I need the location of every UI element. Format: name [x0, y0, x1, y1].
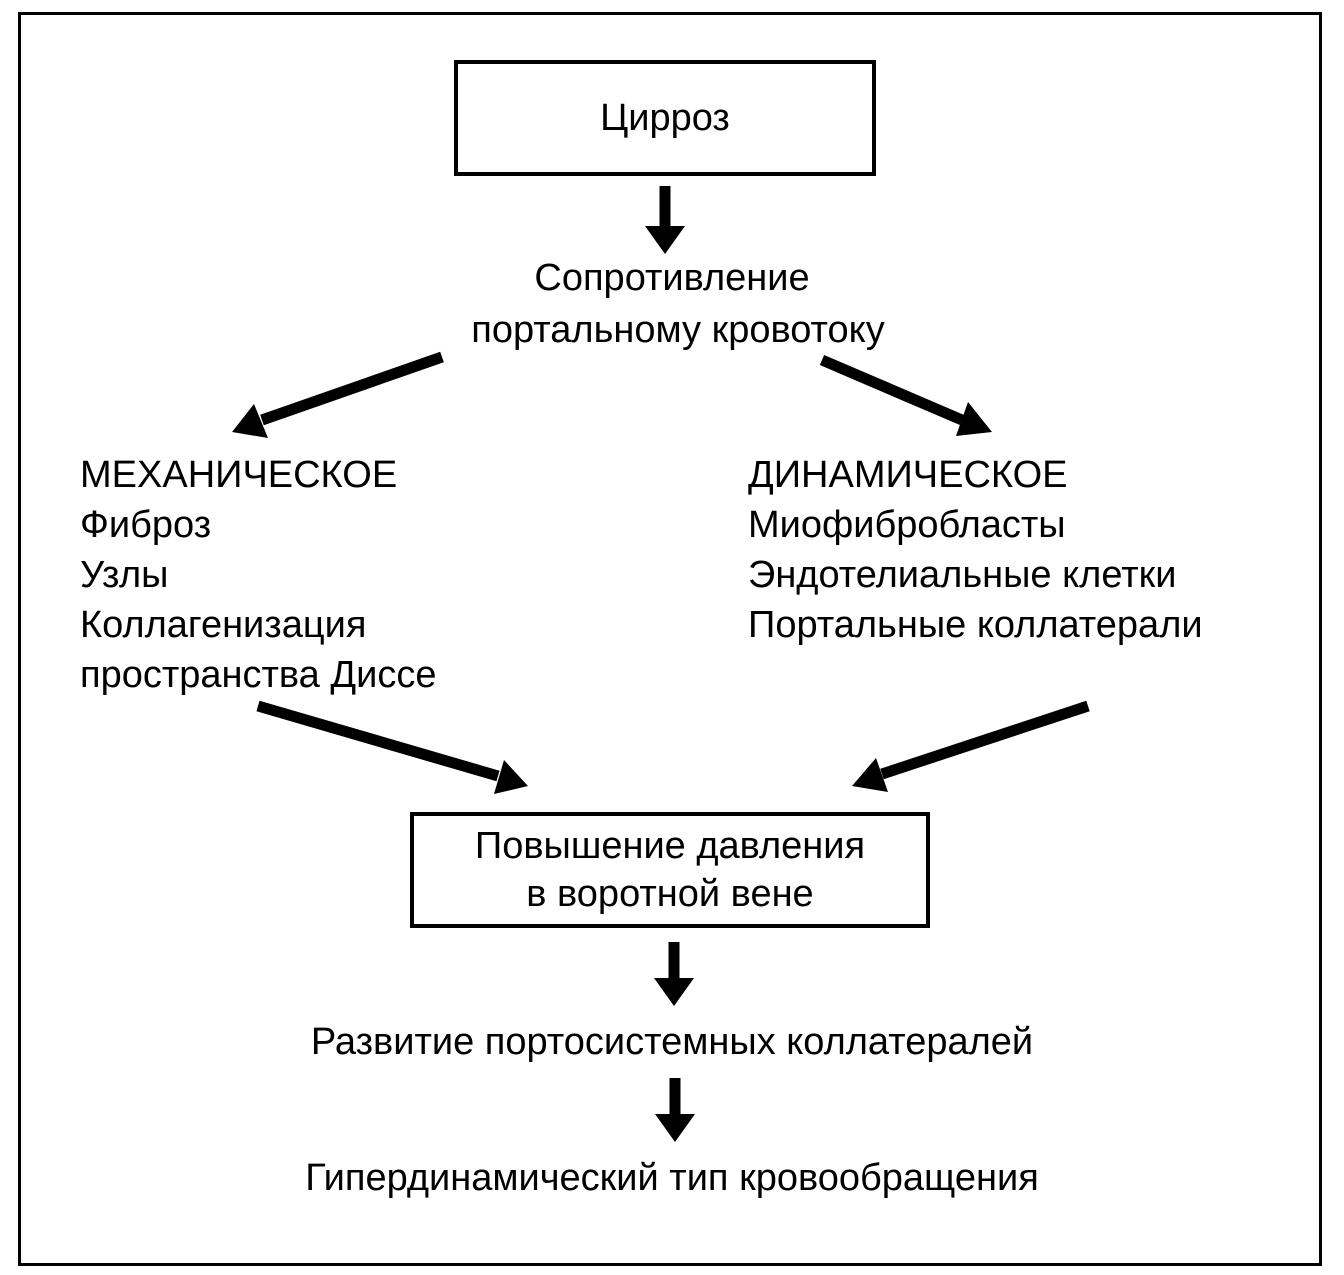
arrow-cirrhosis-to-resistance	[645, 186, 685, 254]
arrow-collaterals-to-hyperdynamic	[655, 1078, 695, 1142]
mechanical-column: МЕХАНИЧЕСКОЕ Фиброз Узлы Коллагенизация …	[80, 450, 436, 700]
pressure-line1: Повышение давления	[474, 825, 866, 867]
arrow-dynamic-to-pressure	[852, 700, 1090, 792]
pressure-line2: в воротной вене	[526, 873, 814, 915]
mechanical-item: Узлы	[80, 554, 169, 596]
resistance-line1: Сопротивление	[534, 257, 810, 299]
diagram-frame	[18, 12, 1322, 1266]
pressure-box: Повышение давления в воротной вене	[410, 812, 930, 928]
arrow-pressure-to-collaterals	[654, 942, 694, 1006]
dynamic-heading: ДИНАМИЧЕСКОЕ	[748, 454, 1068, 496]
collaterals-label: Развитие портосистемных коллатералей	[310, 1021, 1034, 1063]
dynamic-column: ДИНАМИЧЕСКОЕ Миофибробласты Эндотелиальн…	[748, 450, 1203, 650]
cirrhosis-box: Цирроз	[454, 60, 876, 176]
hyperdynamic-label: Гипердинамический тип кровообращения	[305, 1157, 1039, 1199]
resistance-line2: портальному кровотоку	[471, 309, 885, 351]
mechanical-heading: МЕХАНИЧЕСКОЕ	[80, 454, 398, 496]
mechanical-item: Коллагенизация	[80, 604, 367, 646]
arrow-mechanical-to-pressure	[256, 700, 528, 794]
arrow-to-dynamic	[819, 354, 992, 436]
dynamic-item: Миофибробласты	[748, 504, 1066, 546]
dynamic-item: Эндотелиальные клетки	[748, 554, 1177, 596]
cirrhosis-label: Цирроз	[600, 97, 730, 139]
dynamic-item: Портальные коллатерали	[748, 604, 1203, 646]
mechanical-item: Фиброз	[80, 504, 212, 546]
arrow-to-mechanical	[232, 351, 444, 438]
mechanical-item: пространства Диссе	[80, 654, 437, 696]
